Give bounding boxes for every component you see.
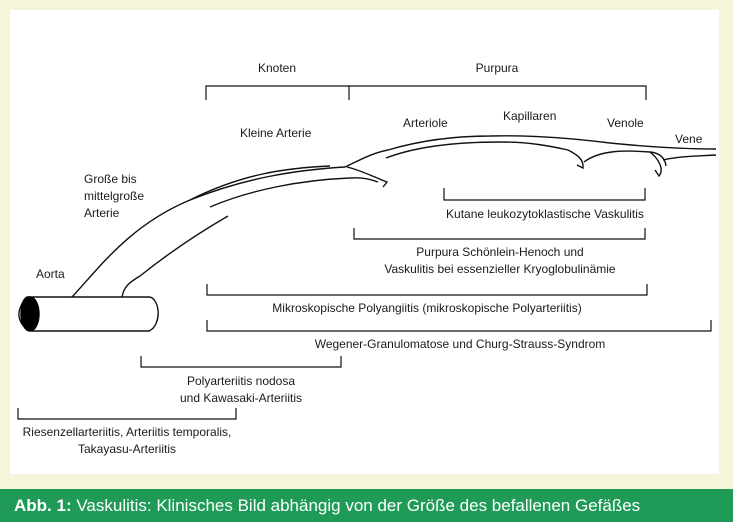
mikro-label: Mikroskopische Polyangiitis (mikroskopis… [272, 301, 581, 315]
grosse-arterie-label-2: mittelgroße [84, 189, 144, 203]
purpura-bracket [349, 85, 647, 100]
pan-label-2: und Kawasaki-Arteriitis [180, 391, 302, 405]
wegener-label: Wegener-Granulomatose und Churg-Strauss-… [315, 337, 606, 351]
mikro-bracket [206, 284, 648, 296]
riesen-label-2: Takayasu-Arteriitis [78, 442, 176, 456]
arteriole-branch [346, 166, 389, 188]
capillary-branch [567, 149, 584, 170]
riesen-bracket [17, 408, 237, 420]
aorta-lumen [20, 296, 40, 332]
venole-label: Venole [607, 116, 644, 130]
arteriole-label: Arteriole [403, 116, 448, 130]
pan-bracket [140, 356, 342, 368]
caption-text: Vaskulitis: Klinisches Bild abhängig von… [71, 496, 641, 515]
figure-caption: Abb. 1: Vaskulitis: Klinisches Bild abhä… [0, 489, 733, 522]
arteriole-vessel-bottom [385, 141, 569, 159]
caption-label: Abb. 1: [14, 496, 72, 515]
kutane-label: Kutane leukozytoklastische Vaskulitis [446, 207, 644, 221]
venule-branch [649, 151, 662, 178]
grosse-arterie-label-3: Arterie [84, 206, 120, 220]
grosse-arterie-label-1: Große bis [84, 172, 137, 186]
riesen-label-1: Riesenzellarteriitis, Arteriitis tempora… [23, 425, 232, 439]
small-artery-vessel-bottom [209, 177, 379, 208]
knoten-label: Knoten [258, 61, 296, 75]
wegener-bracket [206, 320, 712, 332]
vasculitis-vessel-diagram: Knoten Purpura Kleine Arterie Arteriole … [17, 61, 717, 456]
purpura-sh-bracket [353, 228, 646, 240]
kleine-arterie-label: Kleine Arterie [240, 126, 312, 140]
aorta-vessel [18, 296, 159, 332]
knoten-bracket [205, 85, 350, 100]
small-artery-vessel [189, 135, 717, 201]
kutane-bracket [443, 188, 646, 201]
aorta-label: Aorta [36, 267, 65, 281]
purpura-sh-label-1: Purpura Schönlein-Henoch und [416, 245, 583, 259]
purpura-sh-label-2: Vaskulitis bei essenzieller Kryoglobulin… [384, 262, 616, 276]
kapillaren-label: Kapillaren [503, 109, 556, 123]
top-brackets [205, 85, 647, 100]
medium-artery-vessel-lower [121, 215, 229, 298]
pan-label-1: Polyarteriitis nodosa [187, 374, 295, 388]
purpura-label: Purpura [476, 61, 519, 75]
vene-label: Vene [675, 132, 703, 146]
capillary-vessel-bottom [583, 150, 667, 167]
range-brackets [17, 188, 712, 420]
vessel-tree [18, 135, 717, 332]
figure-panel: Knoten Purpura Kleine Arterie Arteriole … [10, 10, 719, 474]
vein-vessel-bottom [662, 154, 717, 161]
